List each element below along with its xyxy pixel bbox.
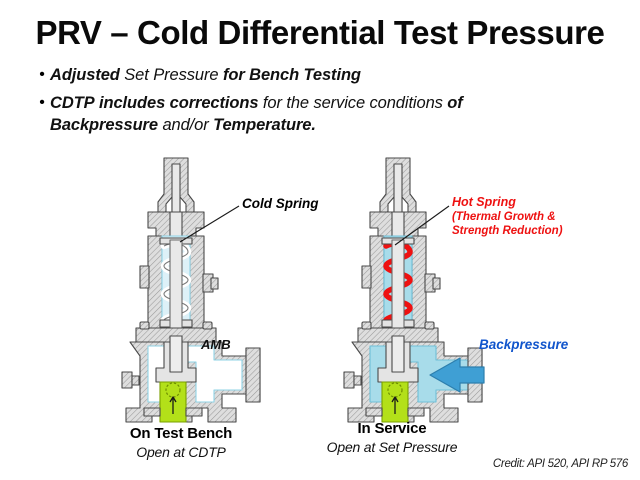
bonnet-vent	[210, 277, 219, 290]
caption-right: In Service Open at Set Pressure	[297, 420, 487, 455]
caption-right-title: In Service	[357, 420, 427, 437]
bullet-2-seg-6: and/or	[162, 116, 209, 134]
bullet-marker: •	[39, 66, 45, 83]
bullet-item-1: • Adjusted Set Pressure for Bench Testin…	[34, 64, 614, 86]
bonnet-lug-left	[139, 265, 150, 289]
label-backpressure: Backpressure	[479, 337, 569, 352]
page-title: PRV – Cold Differential Test Pressure	[35, 14, 605, 51]
stem-lower	[391, 335, 405, 373]
adjusting-screw	[131, 375, 140, 386]
nozzle-seat	[165, 382, 181, 398]
label-hot-spring-main: Hot Spring	[452, 195, 516, 209]
bonnet-lug-left	[361, 265, 372, 289]
bullet-list: • Adjusted Set Pressure for Bench Testin…	[34, 64, 614, 142]
bullet-2-seg-1: CDTP	[50, 94, 95, 112]
bullet-2-seg-2: includes corrections	[99, 94, 259, 112]
flange-bolt-left	[361, 321, 372, 330]
inlet-flange-left	[143, 407, 161, 417]
label-hot-spring: Hot Spring (Thermal Growth & Strength Re…	[452, 195, 582, 239]
stem-lower	[169, 335, 183, 373]
nozzle-seat	[387, 382, 403, 398]
caption-left-title: On Test Bench	[129, 425, 233, 442]
bullet-2-seg-5: Backpressure	[50, 116, 158, 134]
bonnet-vent	[432, 277, 441, 290]
spring-cold	[160, 240, 192, 324]
label-amb: AMB	[201, 337, 231, 352]
outlet-flange	[245, 347, 261, 403]
bullet-1-seg-3: for Bench Testing	[222, 66, 361, 84]
inlet-flange-right	[185, 407, 203, 417]
valve-diagram-left	[96, 150, 306, 440]
bullet-text-2: CDTP includes corrections for the servic…	[50, 92, 463, 136]
bullet-1-seg-1: Adjusted	[50, 66, 120, 84]
label-cold-spring: Cold Spring	[242, 196, 319, 211]
credit-line: Credit: API 520, API RP 576	[492, 458, 628, 470]
bullet-2-seg-7: Temperature.	[213, 116, 316, 134]
flow-arrow-up	[391, 396, 399, 414]
flange-bolt-right	[424, 321, 435, 330]
bullet-2-seg-3: for the service conditions	[262, 94, 443, 112]
caption-left: On Test Bench Open at CDTP	[86, 425, 276, 460]
bullet-text-1: Adjusted Set Pressure for Bench Testing	[50, 64, 361, 86]
bullet-2-seg-4: of	[447, 94, 463, 112]
annotation-leader-lines	[179, 205, 450, 246]
inlet-flange-right	[407, 407, 425, 417]
caption-right-sub: Open at Set Pressure	[326, 439, 458, 455]
backpressure-arrow	[429, 357, 485, 393]
flange-bolt-right	[202, 321, 213, 330]
leader-hot-spring	[394, 205, 450, 246]
leader-cold-spring	[179, 205, 240, 243]
flow-arrow-up	[169, 396, 177, 414]
label-hot-spring-sub2: Strength Reduction)	[452, 225, 563, 237]
diagram-area	[0, 150, 640, 480]
caption-left-sub: Open at CDTP	[136, 444, 226, 460]
label-hot-spring-sub1: (Thermal Growth &	[452, 210, 556, 223]
inlet-flange-left	[365, 407, 383, 417]
bullet-item-2: • CDTP includes corrections for the serv…	[34, 92, 614, 136]
valve-diagram-right	[318, 150, 528, 440]
bullet-1-seg-2: Set Pressure	[124, 66, 219, 84]
adjusting-screw	[353, 375, 362, 386]
bullet-marker: •	[39, 94, 45, 111]
spring-hot	[383, 240, 413, 323]
flange-bolt-left	[139, 321, 150, 330]
